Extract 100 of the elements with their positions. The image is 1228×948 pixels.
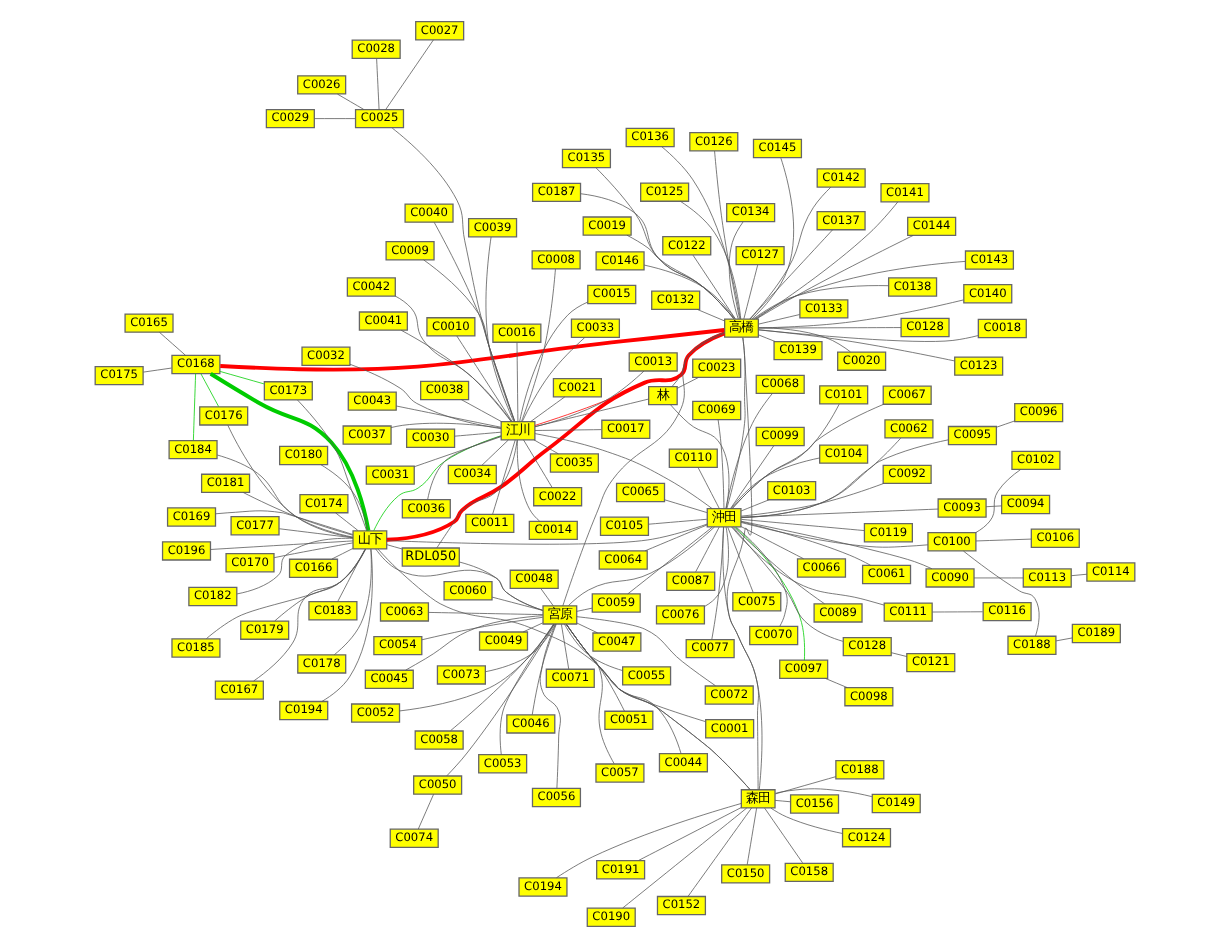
- connector: [564, 623, 681, 754]
- connector: [757, 314, 799, 325]
- connector: [686, 807, 752, 897]
- connector: [538, 623, 560, 789]
- connector: [734, 526, 787, 627]
- connector: [563, 623, 622, 671]
- connector: [984, 505, 1001, 508]
- connector: [385, 544, 402, 550]
- connector: [390, 127, 514, 422]
- connector: [730, 403, 839, 509]
- connector: [703, 526, 728, 607]
- connector: [696, 467, 719, 509]
- connector: [529, 396, 565, 422]
- connector: [372, 435, 501, 531]
- connector: [663, 499, 707, 513]
- connector: [972, 577, 1023, 579]
- connector: [394, 405, 501, 428]
- connector: [530, 623, 556, 716]
- connector: [520, 337, 585, 422]
- connector: [1069, 573, 1087, 577]
- connector: [426, 435, 501, 500]
- connector: [995, 420, 1014, 428]
- connector: [319, 464, 368, 532]
- connector: [694, 526, 719, 573]
- connector: [757, 327, 850, 353]
- connector: [158, 331, 185, 356]
- connector: [621, 807, 747, 909]
- connector: [480, 439, 508, 466]
- connector: [824, 678, 847, 688]
- connector: [575, 622, 597, 634]
- connector: [330, 548, 353, 560]
- connector: [399, 329, 511, 422]
- connector: [520, 268, 555, 422]
- connector: [739, 526, 803, 560]
- connector: [533, 370, 644, 428]
- connector: [725, 337, 762, 790]
- connector: [739, 483, 884, 517]
- connector: [453, 431, 501, 437]
- connector: [748, 186, 831, 320]
- connector: [730, 404, 883, 509]
- connector: [313, 118, 355, 119]
- connector: [774, 788, 872, 797]
- connector: [252, 548, 365, 682]
- connector: [1054, 637, 1072, 642]
- connector: [748, 229, 832, 320]
- connector: [974, 538, 1031, 542]
- connector: [678, 200, 741, 320]
- connector: [739, 499, 769, 512]
- connector: [721, 526, 758, 790]
- connector: [521, 622, 543, 633]
- connector: [384, 39, 433, 110]
- connector: [389, 422, 501, 429]
- connector: [713, 150, 739, 319]
- connector: [459, 399, 501, 422]
- connector: [757, 327, 901, 329]
- connector: [930, 611, 983, 613]
- connector: [522, 439, 552, 488]
- connector: [575, 607, 592, 612]
- connector: [416, 793, 433, 830]
- connector: [739, 508, 938, 518]
- connector: [432, 221, 515, 422]
- connector: [739, 437, 901, 518]
- connector: [490, 596, 543, 611]
- connector: [974, 469, 1020, 533]
- connector: [533, 333, 724, 426]
- connector: [647, 518, 707, 525]
- connector: [142, 367, 171, 373]
- connector: [427, 612, 543, 615]
- connector: [745, 807, 756, 866]
- connector: [209, 540, 353, 550]
- connector: [710, 526, 724, 640]
- connector: [491, 439, 515, 515]
- connector: [385, 523, 707, 545]
- connector: [560, 623, 569, 670]
- connector: [637, 807, 741, 861]
- connector: [727, 221, 743, 320]
- connector: [730, 526, 884, 606]
- connector: [729, 445, 774, 509]
- connector: [675, 377, 698, 389]
- connector: [763, 807, 802, 864]
- connector: [564, 623, 705, 722]
- connector: [208, 372, 370, 532]
- connector: [962, 550, 1039, 637]
- connector: [336, 93, 364, 110]
- connector: [404, 615, 542, 671]
- connector: [334, 512, 358, 531]
- connector: [750, 157, 794, 320]
- connector: [484, 236, 514, 422]
- connector: [393, 295, 511, 422]
- connector: [532, 439, 558, 455]
- connector: [533, 429, 601, 431]
- connector: [539, 588, 553, 607]
- connector: [724, 393, 772, 509]
- connector: [455, 335, 512, 422]
- connector: [398, 623, 554, 712]
- connector: [642, 264, 735, 320]
- connector: [769, 807, 842, 834]
- connector: [757, 329, 978, 342]
- connector: [643, 524, 707, 552]
- connector: [732, 526, 824, 605]
